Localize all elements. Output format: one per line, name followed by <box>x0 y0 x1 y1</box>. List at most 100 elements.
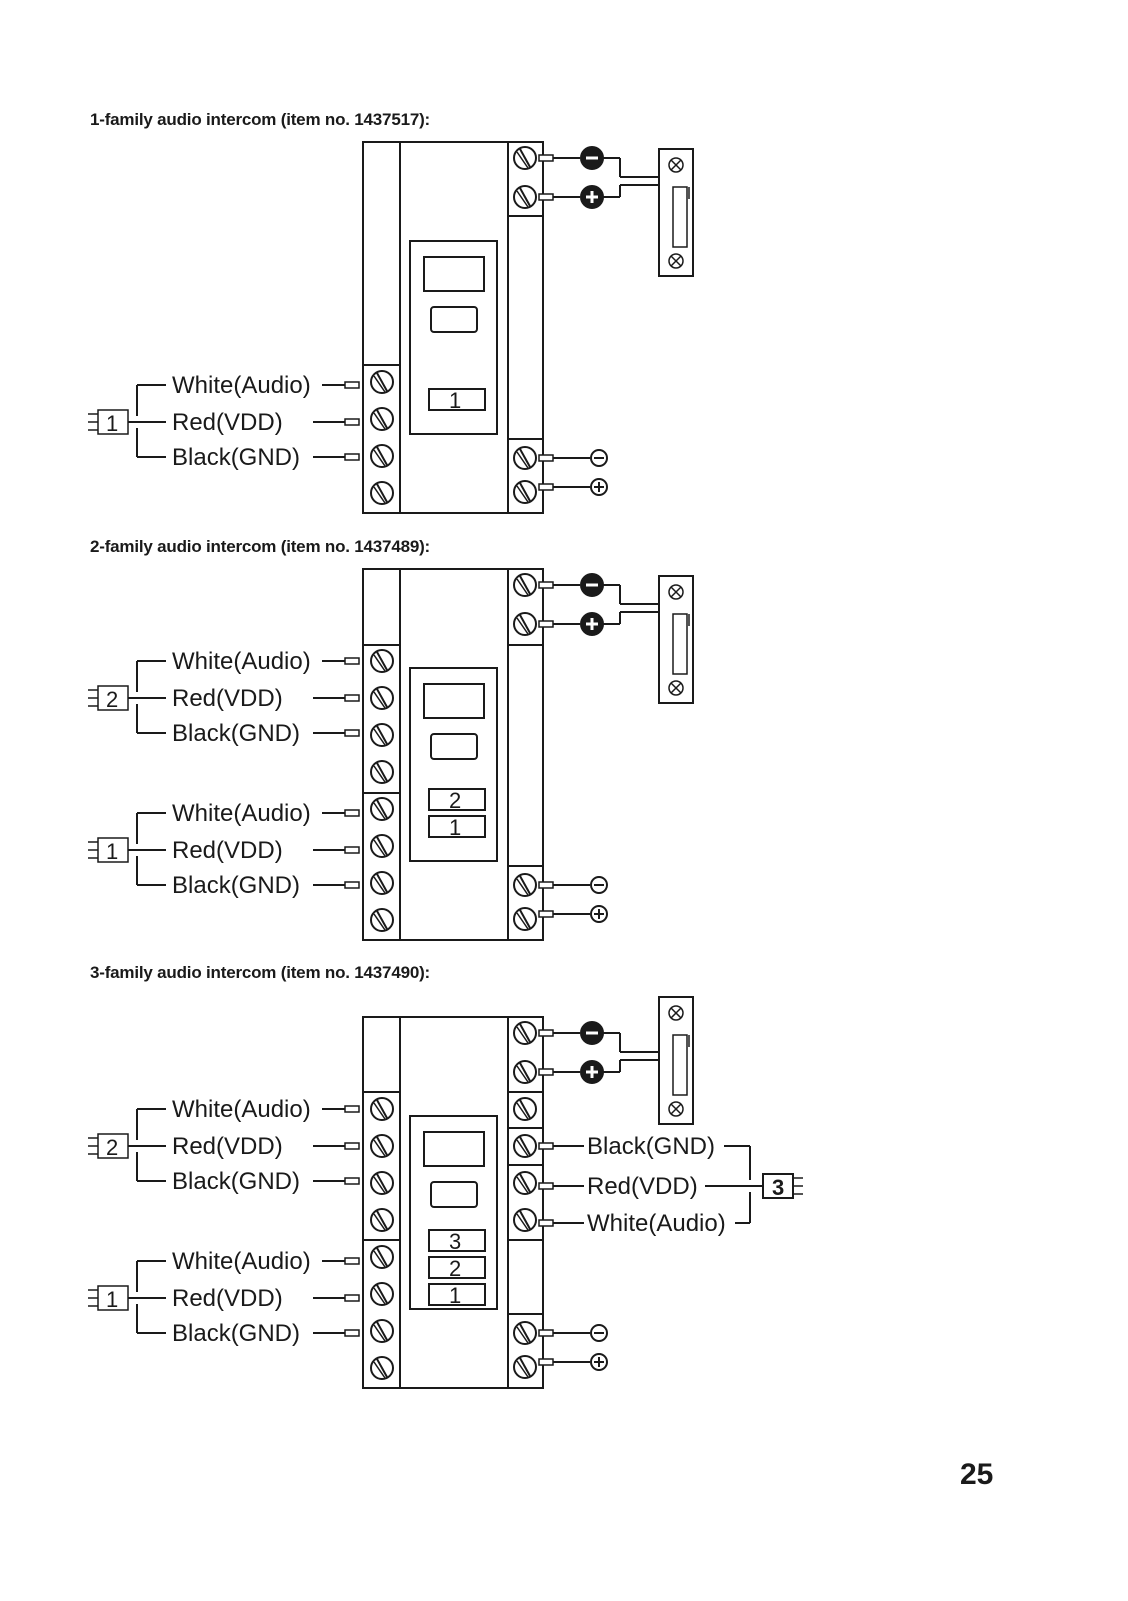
screw-slot-line <box>516 1360 529 1378</box>
screw-slot-line <box>519 1357 531 1377</box>
screw-slot-line <box>373 839 386 857</box>
call-button <box>428 788 486 811</box>
wire-connector-pin <box>538 454 554 462</box>
screw-slot-line <box>519 575 531 595</box>
screw-slot-line <box>519 187 531 207</box>
call-button-number: 3 <box>449 1229 461 1254</box>
wire-label-white-audio: White(Audio) <box>172 1248 311 1275</box>
apartment-number: 1 <box>106 411 118 436</box>
wire-label-red-vdd: Red(VDD) <box>172 837 283 864</box>
call-button-number: 1 <box>449 388 461 413</box>
screw-slot-line <box>516 617 529 635</box>
screw-slot-line <box>516 451 529 469</box>
cross-stroke <box>670 1103 682 1115</box>
screw-slot-line <box>519 875 531 895</box>
screw-slot-line <box>373 802 386 820</box>
screw-slot-line <box>376 1284 388 1304</box>
wire-connector-pin <box>538 1068 554 1076</box>
page-number: 25 <box>960 1458 994 1491</box>
diagram-1-caption: 1-family audio intercom (item no. 143751… <box>90 110 430 129</box>
screw-slot-line <box>516 1176 529 1194</box>
wiring-diagram-2: 21White(Audio)Red(VDD)Black(GND)2White(A… <box>88 568 694 941</box>
door-opener-body <box>658 996 694 1125</box>
screw-slot-line <box>519 448 531 468</box>
wire-connector-pin <box>344 1257 360 1265</box>
wire-connector-pin <box>538 881 554 889</box>
screw-slot-line <box>516 1102 529 1120</box>
screw-slot-line <box>373 691 386 709</box>
screw-slot-line <box>373 1250 386 1268</box>
screw-slot-line <box>373 913 386 931</box>
diagram-2-caption: 2-family audio intercom (item no. 143748… <box>90 537 430 556</box>
wire-connector-pin <box>538 1358 554 1366</box>
door-opener-latch <box>672 1034 688 1096</box>
screw-slot-line <box>516 151 529 169</box>
apartment-number: 2 <box>106 687 118 712</box>
intercom-panel-housing <box>362 141 544 514</box>
wire-label-black-gnd: Black(GND) <box>172 444 300 471</box>
screw-slot-line <box>373 1213 386 1231</box>
wire-label-white-audio: White(Audio) <box>172 372 311 399</box>
screw-slot-line <box>373 1361 386 1379</box>
wiring-diagram-3: 321White(Audio)Red(VDD)Black(GND)2White(… <box>88 996 803 1389</box>
wire-connector-pin <box>344 694 360 702</box>
screw-slot-line <box>376 725 388 745</box>
wire-connector-pin <box>538 1182 554 1190</box>
cross-stroke <box>670 1007 682 1019</box>
screw-slot-line <box>373 1287 386 1305</box>
wire-label-red-vdd: Red(VDD) <box>172 409 283 436</box>
wire-connector-pin <box>344 846 360 854</box>
screw-slot-line <box>376 1358 388 1378</box>
wire-connector-pin <box>538 1329 554 1337</box>
wire-label-white-audio: White(Audio) <box>172 648 311 675</box>
screw-slot-line <box>516 912 529 930</box>
wire-label-white-audio: White(Audio) <box>172 800 311 827</box>
wire-connector-pin <box>344 729 360 737</box>
wire-label-red-vdd: Red(VDD) <box>172 1133 283 1160</box>
wire-label-red-vdd: Red(VDD) <box>172 685 283 712</box>
screw-slot-line <box>373 449 386 467</box>
door-opener-body <box>658 148 694 277</box>
wire-label-black-gnd: Black(GND) <box>172 1168 300 1195</box>
apartment-number: 1 <box>106 1287 118 1312</box>
screw-slot-line <box>519 909 531 929</box>
call-button <box>428 388 486 411</box>
wire-connector-pin <box>538 483 554 491</box>
screw-slot-line <box>519 1023 531 1043</box>
screw-slot-line <box>373 876 386 894</box>
door-opener-body <box>658 575 694 704</box>
screw-slot-line <box>516 578 529 596</box>
speaker-grille <box>423 683 485 719</box>
screw-slot-line <box>376 651 388 671</box>
wire-label-black-gnd: Black(GND) <box>587 1133 715 1160</box>
screw-slot-line <box>373 728 386 746</box>
call-button <box>428 1229 486 1252</box>
screw-slot-line <box>519 614 531 634</box>
wire-connector-pin <box>538 910 554 918</box>
screw-slot-line <box>376 799 388 819</box>
cross-stroke <box>670 586 682 598</box>
diagram-3-panel-group: 321White(Audio)Red(VDD)Black(GND)2White(… <box>88 1016 659 1389</box>
screw-slot-line <box>516 1213 529 1231</box>
screw-slot-line <box>376 1321 388 1341</box>
wire-label-black-gnd: Black(GND) <box>172 720 300 747</box>
screw-slot-line <box>516 1026 529 1044</box>
wire-label-black-gnd: Black(GND) <box>172 1320 300 1347</box>
screw-slot-line <box>516 1326 529 1344</box>
screw-slot-line <box>376 483 388 503</box>
screw-slot-line <box>376 910 388 930</box>
screw-slot-line <box>376 1136 388 1156</box>
intercom-panel-housing <box>362 568 544 941</box>
wire-connector-pin <box>344 418 360 426</box>
wire-connector-pin <box>538 1142 554 1150</box>
wire-connector-pin <box>344 1294 360 1302</box>
screw-slot-line <box>373 486 386 504</box>
screw-slot-line <box>376 372 388 392</box>
wire-label-red-vdd: Red(VDD) <box>172 1285 283 1312</box>
screw-slot-line <box>373 1139 386 1157</box>
cross-stroke <box>670 682 682 694</box>
screw-slot-line <box>519 1323 531 1343</box>
screw-slot-line <box>373 375 386 393</box>
microphone-slot <box>430 1181 478 1208</box>
wire-connector-pin <box>538 620 554 628</box>
